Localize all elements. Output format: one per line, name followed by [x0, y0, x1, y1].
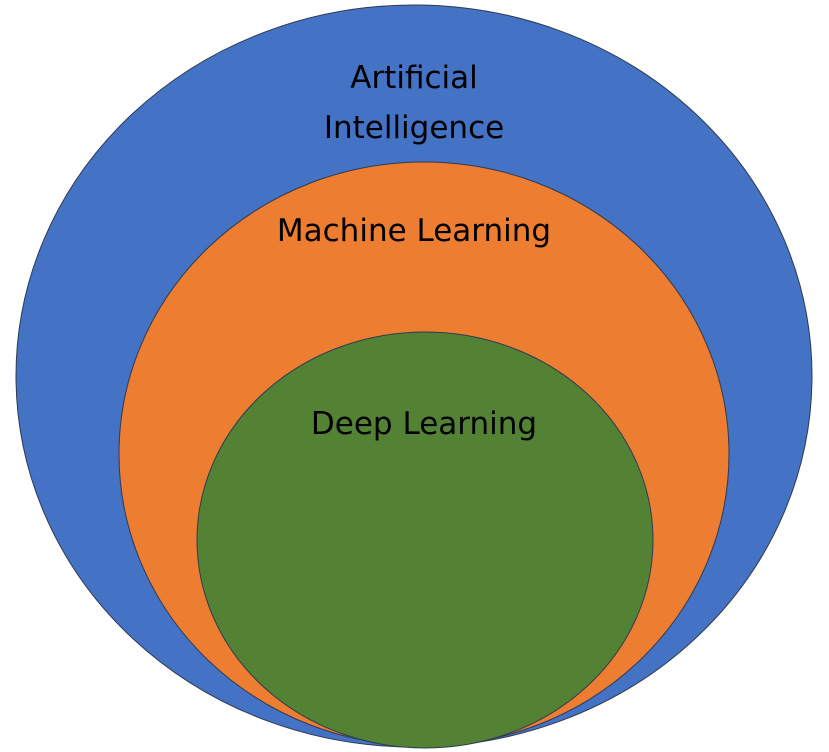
ai-label-line-2: Intelligence [324, 110, 504, 146]
ai-label-line-1: Artificial [350, 60, 478, 96]
dl-label: Deep Learning [311, 406, 537, 442]
ml-label: Machine Learning [277, 213, 551, 249]
dl-ellipse [196, 331, 654, 749]
